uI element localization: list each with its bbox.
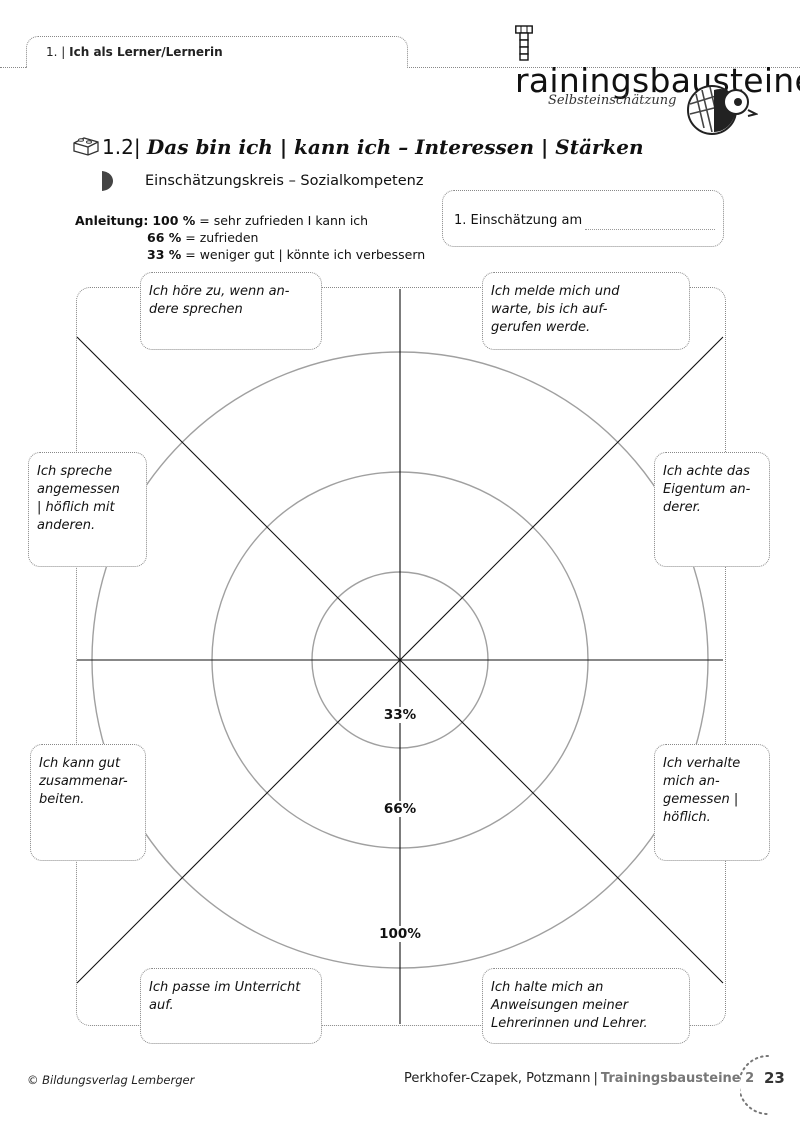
assessment-date-field[interactable]: [585, 229, 715, 230]
authors: Perkhofer-Czapek, Potzmann: [404, 1071, 591, 1086]
ring-label-33: 33%: [381, 707, 419, 723]
statement-speak-politely: Ich spreche angemessen | höflich mit and…: [28, 452, 147, 567]
book-title: Trainingsbausteine 2: [600, 1071, 755, 1086]
chapter-number: 1.: [46, 45, 58, 59]
section-number: 1.2: [102, 135, 134, 159]
brand-text: rainingsbausteine: [515, 61, 800, 100]
assessment-date-box: [442, 190, 724, 247]
mirror-face-icon: [687, 85, 758, 135]
statement-behave: Ich verhalte mich an- gemessen | höflich…: [654, 744, 770, 861]
footer-credits: Perkhofer-Czapek, Potzmann|Trainingsbaus…: [404, 1071, 755, 1086]
page-number: 23: [764, 1069, 785, 1087]
statement-teamwork: Ich kann gut zusammenar- beiten.: [30, 744, 146, 861]
section-heading: Das bin ich | kann ich – Interessen | St…: [146, 135, 644, 159]
statement-respect-property: Ich achte das Eigentum an- derer.: [654, 452, 770, 567]
statement-raise-hand: Ich melde mich und warte, bis ich auf- g…: [482, 272, 690, 350]
instruction-row: 33 % = weniger gut | könnte ich verbesse…: [147, 247, 426, 262]
chapter-title: Ich als Lerner/Lernerin: [69, 45, 223, 59]
subtitle: Einschätzungskreis – Sozialkompetenz: [145, 173, 424, 189]
section-tag: Selbsteinschätzung: [548, 93, 677, 108]
section-title: 1.2| Das bin ich | kann ich – Interessen…: [72, 134, 644, 159]
instruction-row: 66 % = zufrieden: [147, 230, 259, 245]
axis-diagonal-2: [76, 336, 724, 984]
brand-title: rainingsbausteine: [515, 22, 800, 100]
instruction-row: Anleitung: 100 % = sehr zufrieden I kann…: [75, 213, 369, 228]
assessment-date-label: 1. Einschätzung am: [454, 213, 583, 228]
assessment-frame: [76, 287, 726, 1026]
brick-icon: [73, 137, 99, 156]
instructions: Anleitung: 100 % = sehr zufrieden I kann…: [75, 212, 425, 263]
statement-listen: Ich höre zu, wenn an- dere sprechen: [140, 272, 322, 350]
copyright: © Bildungsverlag Lemberger: [27, 1073, 195, 1087]
ring-label-100: 100%: [377, 926, 423, 942]
ring-label-66: 66%: [381, 801, 419, 817]
statement-follow-instructions: Ich halte mich an Anweisungen meiner Leh…: [482, 968, 690, 1044]
statement-pay-attention: Ich passe im Unterricht auf.: [140, 968, 322, 1044]
half-moon-icon: [102, 171, 113, 191]
chapter-tab: [26, 36, 408, 68]
brick-t-icon: [515, 25, 533, 61]
page-badge: [740, 1055, 769, 1115]
instructions-label: Anleitung:: [75, 213, 149, 228]
chapter-label: 1. | Ich als Lerner/Lernerin: [46, 45, 223, 59]
